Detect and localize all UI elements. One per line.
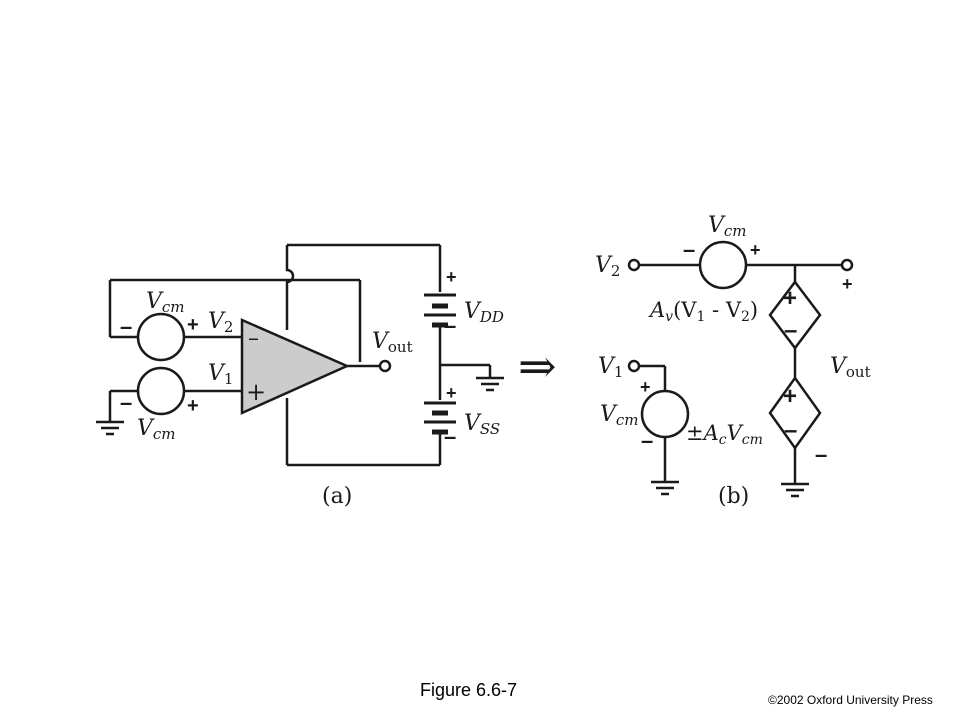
minus-sign: – xyxy=(815,442,827,467)
panel-b-circuit: Vcm – + V2 + + – + – Av(V1 - V2) Vout – … xyxy=(595,213,871,509)
vcm-top-label: Vcm xyxy=(146,289,185,316)
v2-label: V2 xyxy=(595,253,620,280)
ground-icon xyxy=(476,376,504,392)
v2-label: V2 xyxy=(208,309,233,336)
opamp-minus-sign: – xyxy=(248,326,259,351)
opamp-symbol xyxy=(240,318,351,415)
plus-sign: + xyxy=(640,377,651,397)
panel-b-label: (b) xyxy=(718,484,749,509)
vcm-bottom-label: Vcm xyxy=(137,416,176,443)
figure-caption: Figure 6.6-7 xyxy=(420,680,518,700)
vout-label: Vout xyxy=(830,354,871,381)
plus-sign: + xyxy=(446,267,457,287)
minus-sign: – xyxy=(683,237,695,262)
vdd-label: VDD xyxy=(464,299,504,326)
opamp-plus-sign: + xyxy=(246,378,266,406)
plus-sign: + xyxy=(750,240,761,260)
vcm-top-label: Vcm xyxy=(708,213,747,240)
panel-a-circuit: – + Vcm – + V2 V1 – + Vcm Vout + VDD – +… xyxy=(96,243,504,509)
plus-sign: + xyxy=(446,383,457,403)
vcm-top-source-symbol xyxy=(136,312,186,362)
minus-sign: – xyxy=(120,314,132,339)
vcm-series-source-symbol xyxy=(698,240,748,290)
copyright-notice: ©2002 Oxford University Press xyxy=(768,693,933,707)
ground-icon xyxy=(96,420,124,436)
vcm-bottom-source-symbol xyxy=(136,366,186,416)
minus-sign: – xyxy=(120,390,132,415)
av-gain-label: Av(V1 - V2) xyxy=(648,298,758,325)
vss-label: VSS xyxy=(464,411,500,438)
ground-icon xyxy=(781,482,809,498)
vout-label: Vout xyxy=(372,329,413,356)
vout-terminal xyxy=(378,359,392,373)
ac-gain-label: ±AcVcm xyxy=(686,421,763,448)
opamp-top-supply-wire xyxy=(285,245,295,330)
plus-sign: + xyxy=(842,274,853,294)
panel-a-label: (a) xyxy=(322,484,352,509)
v1-label: V1 xyxy=(598,354,623,381)
v1-label: V1 xyxy=(208,361,233,388)
minus-sign: – xyxy=(784,317,797,344)
vcm-left-label: Vcm xyxy=(600,402,639,429)
minus-sign: – xyxy=(444,424,456,449)
plus-sign: + xyxy=(187,395,199,417)
vout-plus-terminal xyxy=(840,258,854,272)
v2-terminal xyxy=(627,258,641,272)
plus-sign: + xyxy=(187,314,199,336)
plus-sign: + xyxy=(783,383,797,410)
minus-sign: – xyxy=(641,428,653,453)
plus-sign: + xyxy=(783,285,797,312)
minus-sign: – xyxy=(784,417,797,444)
ground-icon xyxy=(651,480,679,496)
implies-arrow-icon: ⇒ xyxy=(518,339,557,393)
v1-terminal xyxy=(627,359,641,373)
minus-sign: – xyxy=(444,313,456,338)
